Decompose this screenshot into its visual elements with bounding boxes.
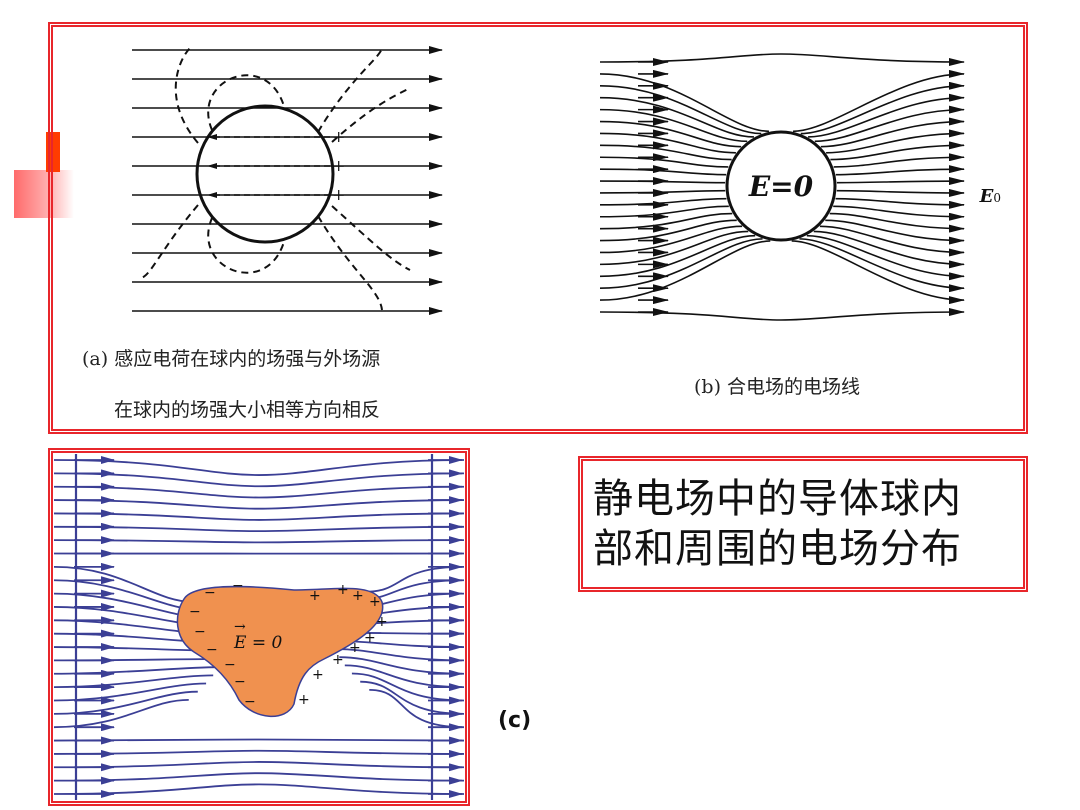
minus-sign: −: [234, 674, 246, 690]
field-line: [599, 230, 964, 264]
field-line: [599, 145, 964, 159]
dashed-loop: [331, 87, 411, 143]
plus-sign: +: [352, 588, 364, 604]
slide-title-line1: 静电场中的导体球内: [593, 476, 962, 522]
field-line: [53, 472, 465, 488]
plus-sign: +: [298, 692, 310, 708]
minus-sign: −: [244, 694, 256, 710]
field-line: [599, 98, 964, 138]
field-line: [599, 53, 965, 66]
field-line: [599, 219, 964, 240]
figure-a-sphere: [195, 104, 335, 244]
field-line: [599, 157, 964, 167]
plus-sign: +: [376, 614, 388, 630]
figure-b-field-lines: [599, 53, 965, 321]
dashed-loop: [317, 215, 383, 311]
field-line: [53, 738, 465, 742]
figure-c-surface-charges: −−−−−−−−++++++++++: [189, 578, 388, 710]
field-line: [53, 761, 465, 769]
minus-sign: −: [224, 657, 236, 673]
field-line: [53, 459, 465, 476]
plus-sign: +: [349, 640, 361, 656]
figure-b-field-label: E0: [979, 186, 1001, 207]
figure-b-resultant-field-diagram: E=0 E0: [599, 53, 1001, 321]
dashed-loop: [207, 74, 286, 131]
field-line: [599, 122, 964, 148]
figure-c-arrow-over-e: →: [234, 619, 246, 635]
slide-title-box: 静电场中的导体球内 部和周围的电场分布: [578, 456, 1028, 592]
dashed-loop: [317, 47, 383, 133]
plus-sign: +: [332, 127, 345, 146]
field-line: [53, 749, 465, 755]
field-line: [53, 485, 465, 499]
figure-a-dashed-loops: [139, 47, 411, 311]
figure-a-induced-lines: + + +: [207, 127, 345, 204]
minus-sign: −: [206, 642, 218, 658]
minus-sign: −: [204, 585, 216, 601]
minus-sign: −: [194, 624, 206, 640]
field-line: [599, 74, 964, 133]
plus-sign: +: [312, 667, 324, 683]
decorative-accent-bar: [14, 170, 74, 218]
slide-title-line2: 部和周围的电场分布: [593, 526, 962, 572]
field-line: [599, 206, 964, 216]
field-line: [53, 772, 465, 782]
field-line: [599, 169, 964, 175]
figure-b-sphere: [725, 130, 837, 242]
dashed-loop: [139, 204, 199, 279]
plus-sign: +: [337, 582, 349, 598]
field-line: [53, 512, 465, 521]
figure-c-label: (c): [498, 708, 532, 733]
dashed-loop: [174, 47, 199, 144]
slide-title: 静电场中的导体球内 部和周围的电场分布: [593, 474, 1013, 574]
figure-a-external-field-lines: [132, 46, 443, 315]
plus-sign: +: [332, 652, 344, 668]
plus-sign: +: [309, 588, 321, 604]
field-line: [53, 783, 465, 795]
figure-c-conductor: [176, 585, 384, 718]
dashed-loop: [207, 217, 286, 274]
minus-sign: −: [232, 578, 244, 594]
field-line: [53, 539, 465, 544]
field-line: [599, 199, 964, 205]
figure-c-inside-label: E = 0: [233, 633, 282, 653]
field-line: [53, 525, 465, 533]
figure-b-caption: (b) 合电场的电场线: [694, 376, 861, 398]
field-line: [599, 86, 964, 135]
plus-sign: +: [369, 594, 381, 610]
minus-sign: −: [189, 604, 201, 620]
figure-c-conductor-field-diagram: −−−−−−−−++++++++++ → E = 0: [53, 454, 465, 800]
figure-a-caption-line1: (a) 感应电荷在球内的场强与外场源: [82, 348, 381, 370]
field-line: [599, 191, 964, 193]
field-line: [599, 110, 964, 143]
field-line: [599, 240, 964, 300]
field-line: [599, 133, 964, 154]
figure-a-induced-field-diagram: + + +: [132, 46, 443, 315]
field-line: [599, 238, 964, 288]
figure-a-caption-line2: 在球内的场强大小相等方向相反: [114, 399, 381, 421]
figure-b-inside-label: E=0: [748, 170, 814, 203]
plus-sign: +: [332, 156, 345, 175]
field-line: [599, 234, 964, 277]
field-line: [599, 181, 964, 183]
figure-c-frame: [48, 448, 470, 806]
dashed-loop: [331, 205, 411, 271]
top-figure-frame: [48, 22, 1028, 434]
field-line: [53, 499, 465, 510]
field-line: [599, 225, 964, 252]
field-line: [599, 308, 965, 321]
plus-sign: +: [364, 630, 376, 646]
field-line: [599, 212, 964, 229]
plus-sign: +: [332, 185, 345, 204]
